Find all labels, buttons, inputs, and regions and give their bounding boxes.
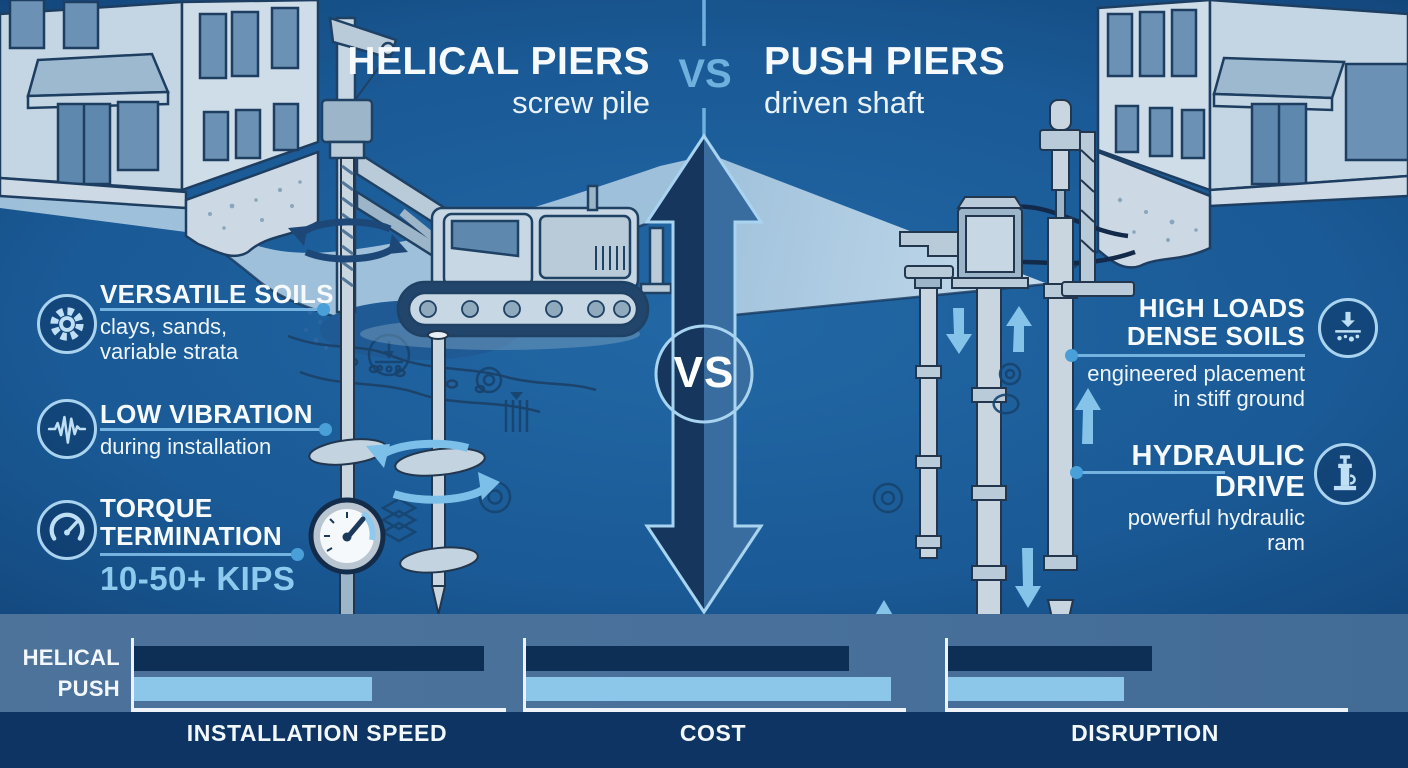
pressure-gauge xyxy=(308,497,386,619)
helical-pier-main xyxy=(288,157,408,619)
bar-push xyxy=(134,677,373,701)
right-title: PUSH PIERS xyxy=(764,40,1006,83)
center-vs-arrow xyxy=(645,134,763,614)
feature-title-line2: TERMINATION xyxy=(100,521,282,551)
underline-high-loads xyxy=(1065,349,1305,362)
line-dot xyxy=(1065,349,1078,362)
bar-helical xyxy=(526,646,849,671)
feature-title: LOW VIBRATION xyxy=(100,399,313,429)
series-label-push: PUSH xyxy=(57,676,120,701)
feature-title-line1: HIGH LOADS xyxy=(1138,293,1305,323)
feature-title-line1: TORQUE xyxy=(100,493,213,523)
feature-desc: clays, sands, variable strata xyxy=(100,314,239,364)
line-dot xyxy=(291,548,304,561)
feature-versatile-soils: VERSATILE SOILS xyxy=(100,280,360,308)
left-title-block: HELICAL PIERS screw pile xyxy=(230,40,650,122)
bar-helical xyxy=(948,646,1152,671)
feature-desc: powerful hydraulic ram xyxy=(1127,505,1305,555)
underline-low-vibration xyxy=(100,423,332,436)
left-building xyxy=(0,0,320,258)
underline-hydraulic xyxy=(1070,466,1225,479)
category-label-installation-speed: INSTALLATION SPEED xyxy=(186,720,448,746)
bar-helical xyxy=(134,646,484,671)
feature-high-loads: HIGH LOADS DENSE SOILS xyxy=(945,294,1305,350)
torque-kips-value: 10-50+ KIPS xyxy=(100,560,296,597)
bar-push xyxy=(948,677,1124,701)
feature-title-line2: DRIVE xyxy=(1214,471,1305,503)
category-label-disruption: DISRUPTION xyxy=(1071,720,1219,746)
feature-torque-termination: TORQUE TERMINATION xyxy=(100,494,380,550)
vs-badge-label: VS xyxy=(673,348,735,397)
line-dot xyxy=(319,423,332,436)
load-dense-soil-icon xyxy=(1318,298,1378,358)
underline-versatile-soils xyxy=(100,303,330,316)
bar-push xyxy=(526,677,891,701)
line-dot xyxy=(317,303,330,316)
faint-glyph-soil-left xyxy=(367,333,529,543)
feature-title-line2: DENSE SOILS xyxy=(1126,321,1305,351)
feature-hydraulic-drive: HYDRAULIC DRIVE xyxy=(945,441,1305,503)
chart-footer xyxy=(0,712,1408,768)
vibration-icon xyxy=(37,399,97,459)
right-building xyxy=(1002,0,1408,269)
gear-icon xyxy=(37,294,97,354)
feature-title: VERSATILE SOILS xyxy=(100,279,334,309)
feature-low-vibration: LOW VIBRATION xyxy=(100,400,360,428)
chart-group-cost xyxy=(523,638,906,712)
drill-rig xyxy=(320,16,673,350)
feature-desc: during installation xyxy=(100,434,272,459)
left-subtitle: screw pile xyxy=(512,85,650,120)
feature-desc: engineered placement in stiff ground xyxy=(1087,361,1305,411)
left-title: HELICAL PIERS xyxy=(347,40,650,83)
line-dot xyxy=(1070,466,1083,479)
chart-group-disruption xyxy=(945,638,1348,712)
underline-torque xyxy=(100,548,304,561)
chart-group-installation-speed xyxy=(131,638,506,712)
category-label-cost: COST xyxy=(679,720,747,746)
feature-title-line1: HYDRAULIC xyxy=(1131,440,1305,472)
helical-pier-secondary xyxy=(366,330,500,615)
vs-top-label: VS xyxy=(678,52,732,96)
right-title-block: PUSH PIERS driven shaft xyxy=(764,40,1194,122)
hydraulic-jack-icon xyxy=(1314,443,1376,505)
torque-gauge-icon xyxy=(37,500,97,560)
right-subtitle: driven shaft xyxy=(764,85,925,120)
series-label-helical: HELICAL xyxy=(22,645,120,670)
